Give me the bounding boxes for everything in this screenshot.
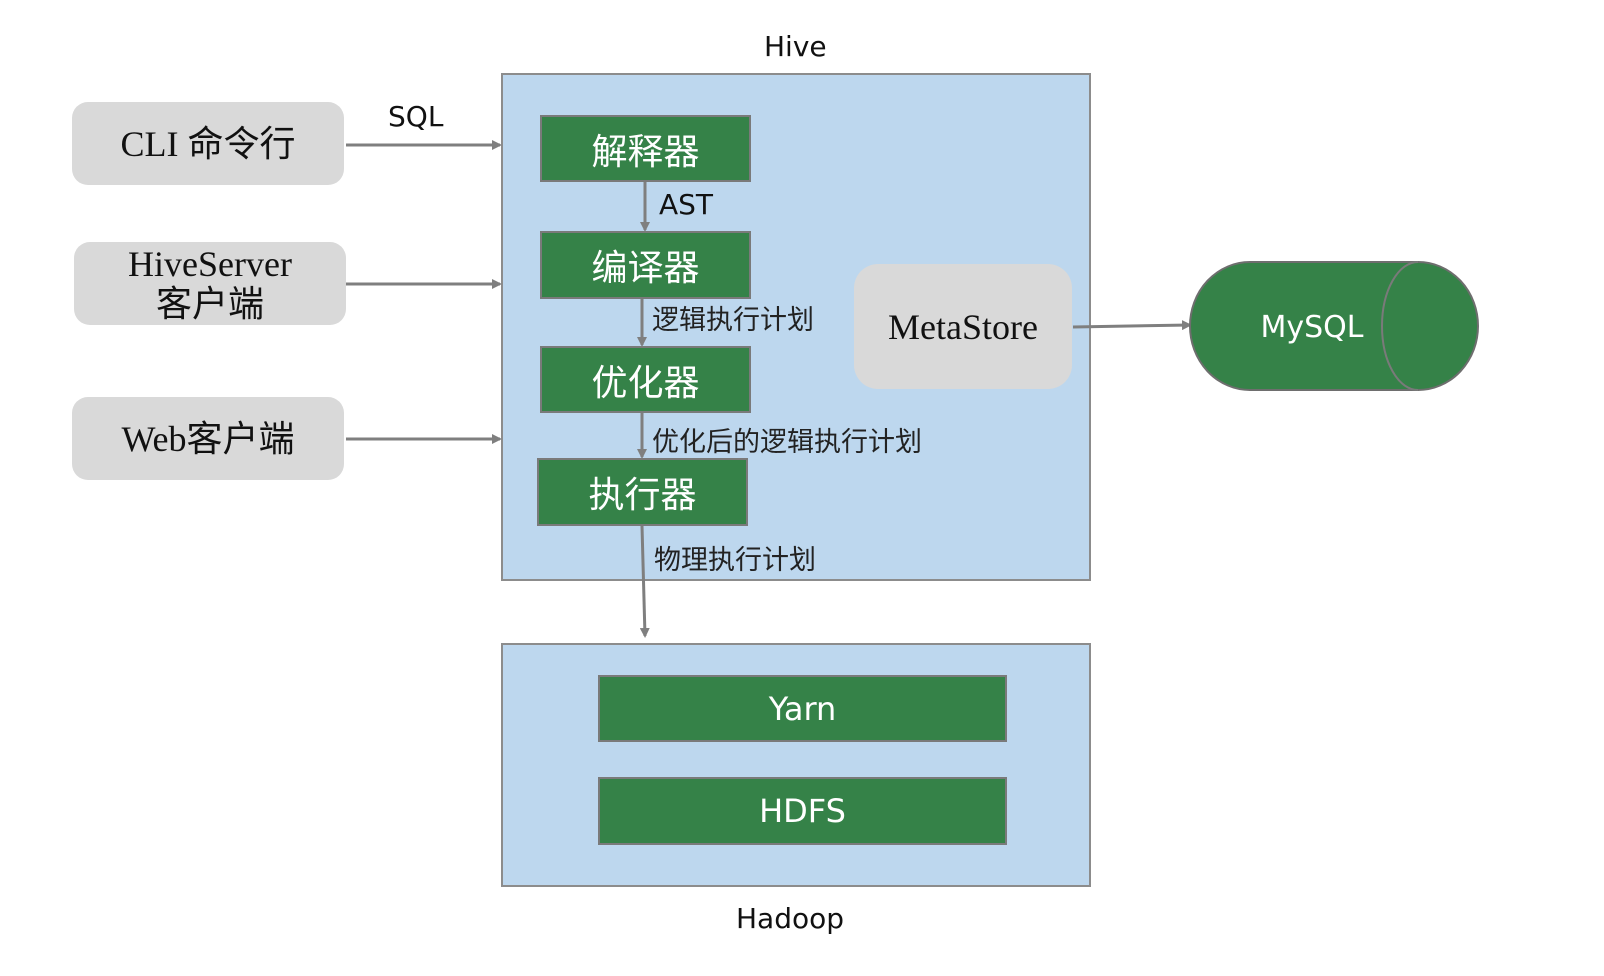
sql-edge-label: SQL (388, 100, 444, 133)
mysql-cylinder[interactable]: MySQL (1189, 261, 1479, 391)
client-web[interactable]: Web客户端 (72, 397, 344, 480)
mysql-label: MySQL (1260, 310, 1363, 345)
metastore-label: MetaStore (888, 306, 1038, 347)
hive-parser[interactable]: 解释器 (540, 115, 751, 182)
client-web-label: Web客户端 (121, 418, 295, 459)
edge-label-logical-plan: 逻辑执行计划 (652, 305, 814, 336)
client-hiveserver-label: HiveServer (128, 243, 292, 284)
edge-label-ast: AST (659, 188, 714, 221)
client-cli[interactable]: CLI 命令行 (72, 102, 344, 185)
hadoop-yarn[interactable]: Yarn (598, 675, 1007, 742)
arrow-metastore-to-mysql (1072, 320, 1192, 331)
mysql-cylinder-end (1381, 261, 1419, 391)
hive-executor-label: 执行器 (588, 475, 697, 516)
client-hiveserver-label2: 客户端 (155, 283, 264, 324)
hive-compiler-label: 编译器 (591, 248, 700, 289)
edge-label-physical-plan: 物理执行计划 (654, 545, 816, 576)
hive-title: Hive (764, 30, 827, 63)
hadoop-hdfs[interactable]: HDFS (598, 777, 1007, 845)
hive-optimizer[interactable]: 优化器 (540, 346, 751, 413)
hadoop-yarn-label: Yarn (768, 689, 837, 728)
hive-optimizer-label: 优化器 (591, 362, 700, 404)
hive-parser-label: 解释器 (591, 131, 700, 173)
arrow-executor-to-hadoop (639, 525, 650, 638)
hadoop-title: Hadoop (736, 902, 845, 935)
hive-executor[interactable]: 执行器 (537, 458, 748, 526)
edge-label-optimized-plan: 优化后的逻辑执行计划 (652, 427, 922, 458)
hive-compiler[interactable]: 编译器 (540, 231, 751, 299)
metastore[interactable]: MetaStore (854, 264, 1072, 389)
client-cli-label: CLI 命令行 (120, 123, 296, 164)
client-hiveserver[interactable]: HiveServer 客户端 (74, 242, 346, 325)
hadoop-hdfs-label: HDFS (759, 792, 846, 830)
